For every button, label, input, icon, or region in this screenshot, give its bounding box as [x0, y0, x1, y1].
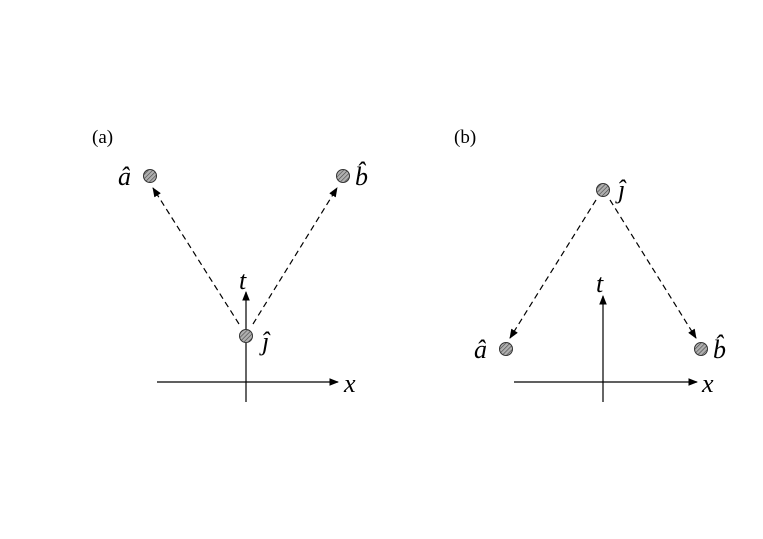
panel-b: (b) x t ĵ â b̂ [454, 127, 726, 402]
panel-b-label-b: b̂ [713, 335, 726, 364]
panel-a-node-j [239, 329, 253, 343]
panel-b-node-a [499, 342, 513, 356]
panel-b-label-j: ĵ [615, 175, 627, 204]
panel-a-path-j-to-a [152, 187, 240, 325]
panel-b-path-j-to-a [509, 199, 597, 339]
panel-b-label: (b) [454, 127, 476, 148]
panel-b-label-a: â [474, 335, 487, 364]
panel-a-label-a: â [118, 162, 131, 191]
panel-b-node-j [596, 183, 610, 197]
panel-a-node-b [336, 169, 350, 183]
panel-b-t-label: t [596, 269, 604, 298]
panel-a-label: (a) [92, 127, 113, 148]
panel-a-label-b: b̂ [355, 162, 368, 191]
panel-b-path-j-to-b [609, 199, 697, 339]
panel-a-x-label: x [343, 369, 356, 398]
panel-a-label-j: ĵ [259, 327, 271, 356]
panel-b-node-b [694, 342, 708, 356]
panel-a: (a) x t â b̂ ĵ [92, 127, 368, 402]
panel-a-path-j-to-b [252, 187, 338, 325]
panel-b-x-label: x [701, 369, 714, 398]
panel-a-t-label: t [239, 266, 247, 295]
panel-a-node-a [143, 169, 157, 183]
